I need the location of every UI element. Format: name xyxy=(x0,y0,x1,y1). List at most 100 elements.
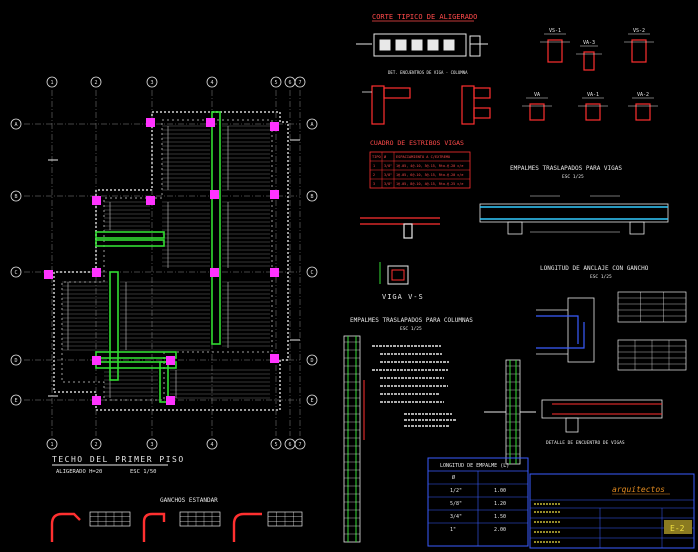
grid-bubble-col-5-1 xyxy=(270,438,282,450)
empalme-columna-1 xyxy=(343,335,365,543)
column-5 xyxy=(92,196,101,205)
beam-section-label-5: VA-3 xyxy=(583,40,595,46)
ganchos-title: GANCHOS ESTANDAR xyxy=(160,497,218,504)
estribos-cell-2-2: 1@.05, 8@.10, 4@.15, Rto.@.25 c/e xyxy=(396,182,463,186)
grid-bubble-col-1-1 xyxy=(46,438,58,450)
estribos-header-2: ESPACIAMIENTO A C/EXTREMO xyxy=(396,155,450,159)
grid-bubble-row-E-0 xyxy=(10,394,22,406)
anclaje-drawing xyxy=(536,297,595,363)
column-2 xyxy=(270,122,279,131)
plan-scale: ESC 1/50 xyxy=(130,469,157,475)
grid-bubble-col-1-0 xyxy=(46,76,58,88)
grid-bubble-col-3-label-1: 3 xyxy=(150,442,153,448)
section-markers xyxy=(48,139,300,397)
grid-bubble-row-C-0 xyxy=(10,266,22,278)
column-1 xyxy=(206,118,215,127)
column-12 xyxy=(166,356,175,365)
encuentro-detail-2 xyxy=(461,85,491,125)
viga-vs-section-outline xyxy=(387,265,409,285)
empalme-table: LONGITUD DE EMPALME (L) Ø 1/2"1.005/8"1.… xyxy=(427,457,529,547)
column-15 xyxy=(166,396,175,405)
beam-horizontal-b xyxy=(95,231,165,239)
grid-bubble-col-7-label-1: 7 xyxy=(298,442,301,448)
beam-vertical-2 xyxy=(109,271,119,381)
grid-bubble-row-A-label-1: A xyxy=(310,122,313,128)
aligerado-drawing xyxy=(356,33,488,57)
title-block-rows xyxy=(530,499,694,548)
section-marker-1 xyxy=(48,159,58,397)
empalme-length-3: 2.00 xyxy=(494,527,506,533)
column-4 xyxy=(270,190,279,199)
grid-bubble-col-4-label-1: 4 xyxy=(210,442,213,448)
lamina-box xyxy=(664,520,692,534)
grid-bubble-row-E-label-0: E xyxy=(14,398,17,404)
notes-block xyxy=(372,345,456,427)
grid-bubble-col-4-1 xyxy=(206,438,218,450)
grid-bubble-col-7-1 xyxy=(294,438,306,450)
estribos-cell-1-1: 3/8" xyxy=(384,173,392,177)
beam-section-0 xyxy=(547,39,563,63)
beam-section-1 xyxy=(631,39,647,63)
grid-bubble-row-C-label-1: C xyxy=(310,270,313,276)
gancho-90-drawing xyxy=(232,512,262,542)
beam-section-label-0: VS-1 xyxy=(549,28,561,34)
joist-hatch xyxy=(62,125,270,399)
column-0 xyxy=(146,118,155,127)
empalme-viga-col-1 xyxy=(507,221,523,235)
beam-horizontal-d xyxy=(95,351,177,359)
beam-section-label-4: VA-2 xyxy=(637,92,649,98)
beam-vertical-3 xyxy=(211,111,221,345)
grid-bubble-row-B-1 xyxy=(306,190,318,202)
grid-bubble-row-C-1 xyxy=(306,266,318,278)
empalmes-vigas-scale: ESC 1/25 xyxy=(562,174,584,180)
column-stirrups xyxy=(344,341,520,535)
viga-vs-title: VIGA V-S xyxy=(382,293,424,301)
grid-bubble-row-E-label-1: E xyxy=(310,398,313,404)
encuentro-1-beam xyxy=(383,87,411,99)
grid-bubble-row-D-1 xyxy=(306,354,318,366)
empalme-diameter-3: 1" xyxy=(450,527,456,533)
gancho-table-2-frame xyxy=(179,511,221,527)
column-3 xyxy=(210,190,219,199)
empalme-length-0: 1.00 xyxy=(494,488,506,494)
anclaje-column xyxy=(567,297,595,363)
grid-bubble-col-5-label-1: 5 xyxy=(274,442,277,448)
grid-bubble-row-B-0 xyxy=(10,190,22,202)
gancho-135-drawing xyxy=(142,512,166,542)
title-block-frame xyxy=(529,473,695,549)
grid-bubble-col-3-1 xyxy=(146,438,158,450)
estribos-cell-1-2: 1@.05, 6@.10, 5@.15, Rto.@.20 c/e xyxy=(396,173,463,177)
grid-bubble-row-E-1 xyxy=(306,394,318,406)
grid-bubble-col-2-1 xyxy=(90,438,102,450)
detalle-viga-outline xyxy=(541,399,663,419)
estribos-cell-2-0: 3 xyxy=(373,182,375,186)
empalme-diameter-1: 5/8" xyxy=(450,501,462,507)
slab-outline xyxy=(53,111,289,411)
empalme-table-title: LONGITUD DE EMPALME (L) xyxy=(440,463,509,469)
column-7 xyxy=(44,270,53,279)
estribos-header-0: TIPO xyxy=(372,155,381,159)
grid-bubble-col-4-label-0: 4 xyxy=(210,80,213,86)
estribos-cell-0-1: 3/8" xyxy=(384,164,392,168)
empalme-table-rows: 1/2"1.005/8"1.203/4"1.501"2.00 xyxy=(428,471,528,546)
grid-bubble-row-D-label-1: D xyxy=(310,358,313,364)
detalle-viga-support xyxy=(565,417,579,433)
beam-section-label-3: VA-1 xyxy=(587,92,599,98)
grid-bubble-row-A-1 xyxy=(306,118,318,130)
column-9 xyxy=(210,268,219,277)
encuentros-title: DET. ENCUENTROS DE VIGA - COLUMNA xyxy=(388,70,468,75)
viga-vs-section: VIGA V-S xyxy=(379,262,424,301)
viga-vs-elevation xyxy=(360,217,440,239)
beam-section-5 xyxy=(583,51,595,71)
grid-bubble-row-D-0 xyxy=(10,354,22,366)
detalle-viga-title: DETALLE DE ENCUENTRO DE VIGAS xyxy=(546,440,625,446)
encuentro-1-column xyxy=(371,85,385,125)
empalmes-columnas-scale: ESC 1/25 xyxy=(400,326,422,332)
grid-bubble-col-4-0 xyxy=(206,76,218,88)
grid-bubble-row-C-label-0: C xyxy=(14,270,17,276)
